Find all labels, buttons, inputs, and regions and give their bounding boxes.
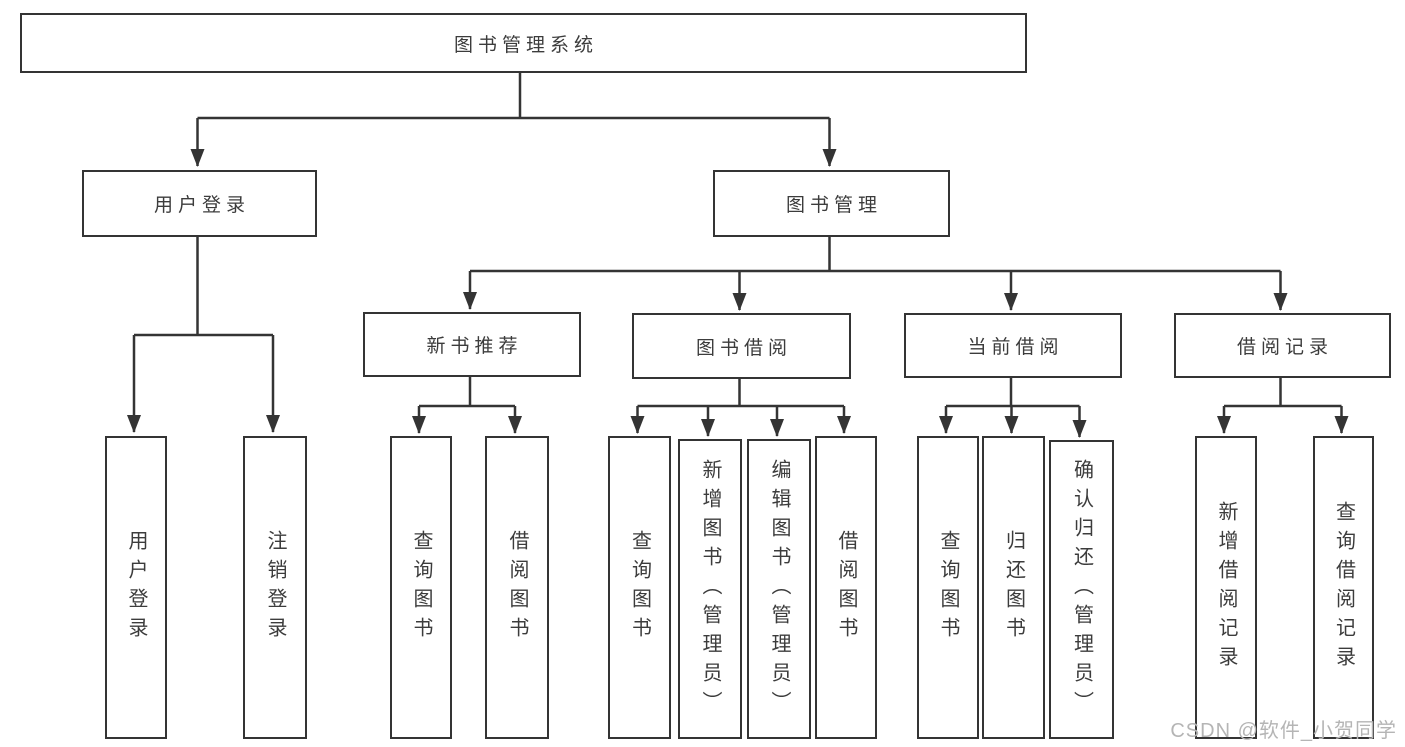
node-user-login: 用户登录 bbox=[82, 170, 317, 237]
leaf-logout-label: 注销登录 bbox=[264, 529, 286, 646]
node-new-book-recommend: 新书推荐 bbox=[363, 312, 581, 377]
leaf-recommend-borrow-books-label: 借阅图书 bbox=[506, 529, 528, 646]
leaf-add-borrow-record-label: 新增借阅记录 bbox=[1215, 500, 1237, 675]
connector-root-split bbox=[197, 69, 830, 120]
leaf-confirm-return-admin: 确认归还（管理员） bbox=[1049, 440, 1114, 739]
connector-borrow-split bbox=[637, 375, 844, 408]
node-book-borrow: 图书借阅 bbox=[632, 313, 851, 379]
leaf-add-books-admin-label: 新增图书（管理员） bbox=[699, 458, 721, 720]
leaf-return-books-label: 归还图书 bbox=[1002, 529, 1025, 646]
connector-recommend-split bbox=[419, 373, 515, 408]
connector-user-login-split bbox=[134, 233, 273, 337]
leaf-logout: 注销登录 bbox=[243, 436, 307, 739]
node-borrow-records: 借阅记录 bbox=[1174, 313, 1391, 378]
connector-current-split bbox=[946, 374, 1080, 408]
leaf-edit-books-admin: 编辑图书（管理员） bbox=[747, 439, 811, 739]
leaf-confirm-return-admin-label: 确认归还（管理员） bbox=[1070, 459, 1093, 720]
leaf-query-borrow-record-label: 查询借阅记录 bbox=[1332, 500, 1355, 675]
leaf-recommend-borrow-books: 借阅图书 bbox=[485, 436, 549, 739]
leaf-return-books: 归还图书 bbox=[982, 436, 1045, 739]
leaf-borrow-query-books-label: 查询图书 bbox=[628, 529, 651, 646]
node-current-borrow-label: 当前借阅 bbox=[967, 337, 1064, 358]
leaf-recommend-query-books-label: 查询图书 bbox=[410, 529, 432, 646]
leaf-borrow-query-books: 查询图书 bbox=[608, 436, 671, 739]
node-root: 图书管理系统 bbox=[20, 13, 1027, 73]
leaf-edit-books-admin-label: 编辑图书（管理员） bbox=[768, 458, 790, 720]
node-book-borrow-label: 图书借阅 bbox=[695, 337, 792, 359]
leaf-recommend-query-books: 查询图书 bbox=[390, 436, 452, 739]
connector-book-management-split bbox=[470, 233, 1281, 273]
node-current-borrow: 当前借阅 bbox=[904, 313, 1122, 378]
leaf-borrow-borrow-books-label: 借阅图书 bbox=[835, 529, 857, 646]
leaf-user-login-label: 用户登录 bbox=[125, 529, 147, 646]
node-book-management: 图书管理 bbox=[713, 170, 950, 237]
leaf-query-borrow-record: 查询借阅记录 bbox=[1313, 436, 1374, 739]
watermark: CSDN @软件_小贺同学 bbox=[1170, 720, 1397, 742]
leaf-add-borrow-record: 新增借阅记录 bbox=[1195, 436, 1257, 739]
node-borrow-records-label: 借阅记录 bbox=[1236, 337, 1333, 358]
node-new-book-recommend-label: 新书推荐 bbox=[426, 336, 523, 357]
leaf-user-login: 用户登录 bbox=[105, 436, 167, 739]
node-book-management-label: 图书管理 bbox=[785, 195, 882, 216]
leaf-current-query-books-label: 查询图书 bbox=[937, 529, 959, 646]
node-user-login-label: 用户登录 bbox=[153, 195, 250, 216]
leaf-add-books-admin: 新增图书（管理员） bbox=[678, 439, 742, 739]
leaf-current-query-books: 查询图书 bbox=[917, 436, 979, 739]
connector-records-split bbox=[1224, 374, 1342, 408]
node-root-label: 图书管理系统 bbox=[453, 34, 598, 56]
leaf-borrow-borrow-books: 借阅图书 bbox=[815, 436, 877, 739]
